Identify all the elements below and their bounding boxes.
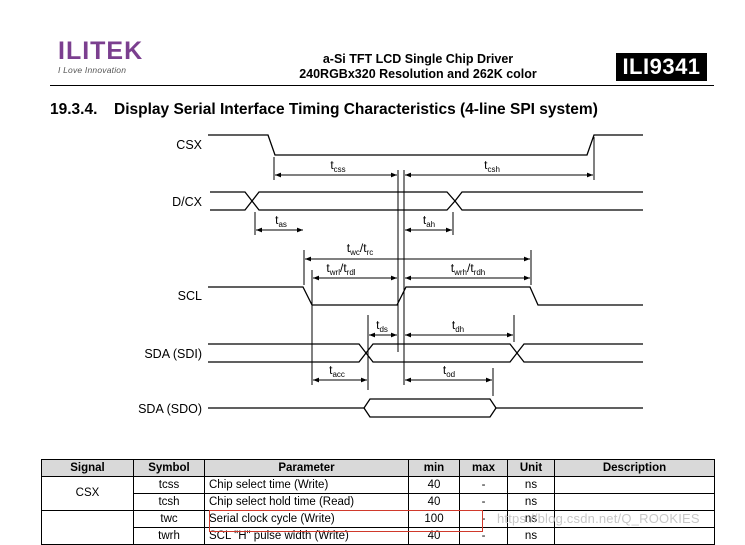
param-tcsh: tcsh — [484, 158, 500, 174]
param-twrh-trdh: twrh/trdh — [451, 261, 485, 277]
timing-parameter-labels: tcss tcsh tas tah twc/trc twrl/trdl twrh… — [275, 158, 500, 379]
brand-tagline: I Love Innovation — [58, 65, 127, 75]
cell-min: 40 — [408, 493, 460, 511]
brand-name: ILITEK — [58, 37, 144, 65]
table-row: tcsh Chip select hold time (Read) 40 - n… — [42, 493, 715, 511]
annotation-highlight-box — [209, 510, 483, 532]
signal-label-sda-sdo: SDA (SDO) — [138, 402, 202, 416]
cell-unit: ns — [507, 527, 555, 545]
sda-sdi-waveform — [208, 343, 643, 363]
cell-min: 40 — [408, 476, 460, 494]
cell-symbol: twrh — [133, 527, 205, 545]
csx-waveform — [208, 134, 643, 156]
timing-diagram: CSX D/CX SCL SDA (SDI) SDA (SDO) — [138, 134, 643, 418]
timing-reference-lines — [254, 137, 595, 396]
section-heading: 19.3.4. Display Serial Interface Timing C… — [50, 101, 598, 119]
column-header-min: min — [408, 459, 460, 477]
cell-min: 100 — [408, 510, 460, 528]
cell-parameter: Chip select time (Write) — [204, 476, 409, 494]
signal-label-scl: SCL — [178, 289, 202, 303]
signal-label-csx: CSX — [176, 138, 202, 152]
section-title-text: Display Serial Interface Timing Characte… — [114, 101, 598, 118]
document-header-title: a-Si TFT LCD Single Chip Driver 240RGBx3… — [250, 52, 586, 82]
param-tdh: tdh — [452, 318, 464, 334]
cell-symbol: twc — [133, 510, 205, 528]
cell-description — [554, 493, 715, 511]
sda-sdo-waveform — [208, 398, 643, 418]
signal-label-dcx: D/CX — [172, 195, 203, 209]
scl-waveform — [208, 286, 643, 306]
cell-parameter: Chip select hold time (Read) — [204, 493, 409, 511]
table-row: CSX tcss Chip select time (Write) 40 - n… — [41, 476, 715, 511]
table-row: twc Serial clock cycle (Write) 100 - ns — [41, 510, 715, 545]
param-tacc: tacc — [329, 363, 345, 379]
signal-label-sda-sdi: SDA (SDI) — [144, 347, 202, 361]
chip-model-badge: ILI9341 — [616, 53, 707, 81]
cell-symbol: tcsh — [133, 493, 205, 511]
param-tas: tas — [275, 213, 287, 229]
cell-symbol: tcss — [133, 476, 205, 494]
header-title-line-1: a-Si TFT LCD Single Chip Driver — [322, 52, 514, 66]
column-header-unit: Unit — [507, 459, 555, 477]
cell-parameter: Serial clock cycle (Write) — [204, 510, 409, 528]
section-number: 19.3.4. — [50, 101, 98, 118]
param-twrl-trdl: twrl/trdl — [326, 261, 355, 277]
param-tds: tds — [376, 318, 388, 334]
column-header-description: Description — [554, 459, 715, 477]
dcx-waveform — [210, 191, 643, 211]
timing-parameters-table: Signal Symbol Parameter min max Unit Des… — [41, 459, 715, 545]
cell-unit: ns — [507, 493, 555, 511]
ilitek-logo: ILITEK I Love Innovation — [58, 38, 143, 75]
cell-unit: ns — [507, 510, 555, 528]
cell-max: - — [459, 476, 508, 494]
cell-description — [554, 527, 715, 545]
header-title-line-2: 240RGBx320 Resolution and 262K color — [299, 67, 537, 81]
param-tah: tah — [423, 213, 435, 229]
param-tcss: tcss — [330, 158, 345, 174]
column-header-signal: Signal — [41, 459, 134, 477]
table-header-row: Signal Symbol Parameter min max Unit Des… — [41, 459, 715, 477]
watermark-text: https://blog.csdn.net/Q_ROOKIES — [497, 511, 700, 526]
cell-description — [554, 476, 715, 494]
header-divider — [50, 85, 714, 86]
cell-max: - — [459, 493, 508, 511]
cell-signal — [41, 510, 134, 545]
param-twc-trc: twc/trc — [347, 241, 373, 257]
cell-unit: ns — [507, 476, 555, 494]
column-header-max: max — [459, 459, 508, 477]
column-header-symbol: Symbol — [133, 459, 205, 477]
cell-signal: CSX — [41, 476, 134, 511]
timing-dimension-arrows — [256, 172, 593, 383]
param-tod: tod — [443, 363, 455, 379]
column-header-parameter: Parameter — [204, 459, 409, 477]
